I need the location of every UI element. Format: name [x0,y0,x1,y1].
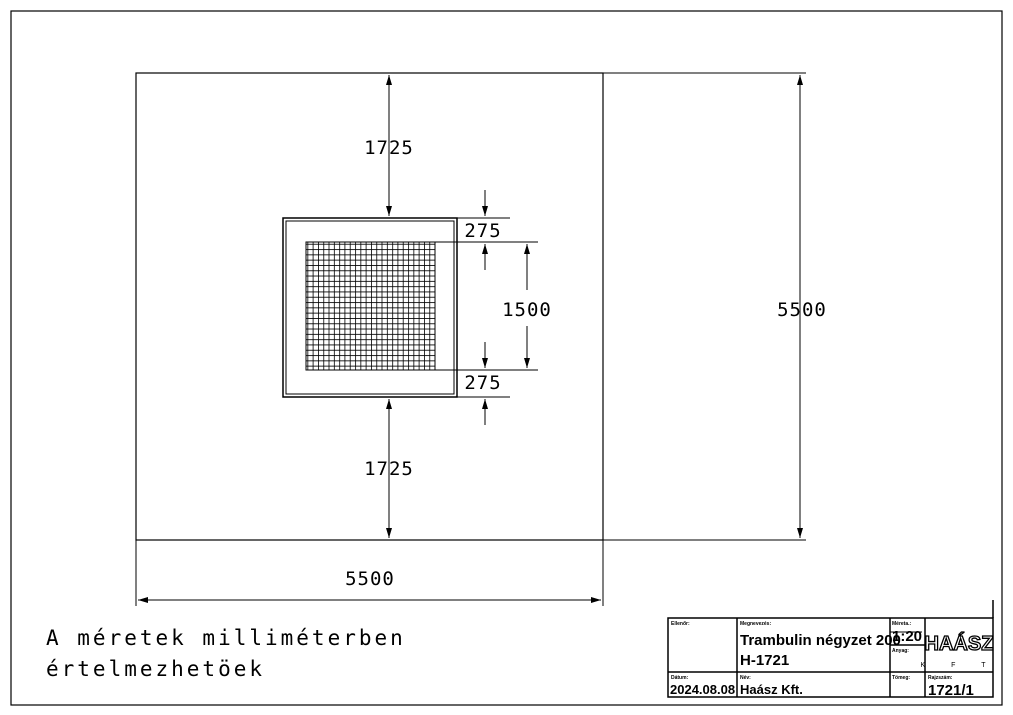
scale-value: 1:20 [892,628,922,645]
dim-frame-bottom: 275 [464,372,501,394]
name-label: Megnevezés: [740,621,771,627]
material-label: Anyag: [892,648,909,654]
date-label: Dátum: [671,675,689,681]
drawing-code: H-1721 [740,652,789,669]
company-logo: HAÁSZ [925,632,994,655]
author-label: Név: [740,675,751,681]
dim-frame-top: 275 [464,220,501,242]
title-block: Ellenőr: Megnevezés: Trambulin négyzet 2… [667,600,998,699]
dim-inner: 1500 [502,299,552,321]
dimension-lines [135,72,806,606]
dim-bottom-gap: 1725 [364,458,414,480]
dim-total-height: 5500 [777,299,827,321]
trampoline-mesh [305,241,436,371]
scale-label: Méreta.: [892,621,912,627]
drawing-number-label: Rajzszám: [928,675,953,681]
note-line-1: A méretek milliméterben [46,626,406,650]
checker-label: Ellenőr: [671,621,690,627]
author-value: Haász Kft. [740,682,803,697]
note-line-2: értelmezhetöek [46,657,265,681]
drawing-number: 1721/1 [928,682,974,699]
company-logo-sub: K F T [921,662,998,669]
dim-top-gap: 1725 [364,137,414,159]
mass-label: Tömeg: [892,675,910,681]
date-value: 2024.08.08 [670,682,735,697]
drawing-title: Trambulin négyzet 200 [740,632,901,649]
safety-area-outline [135,72,604,541]
trampoline-frame [282,217,458,398]
sheet-border [10,10,1003,706]
dim-total-width: 5500 [345,568,395,590]
